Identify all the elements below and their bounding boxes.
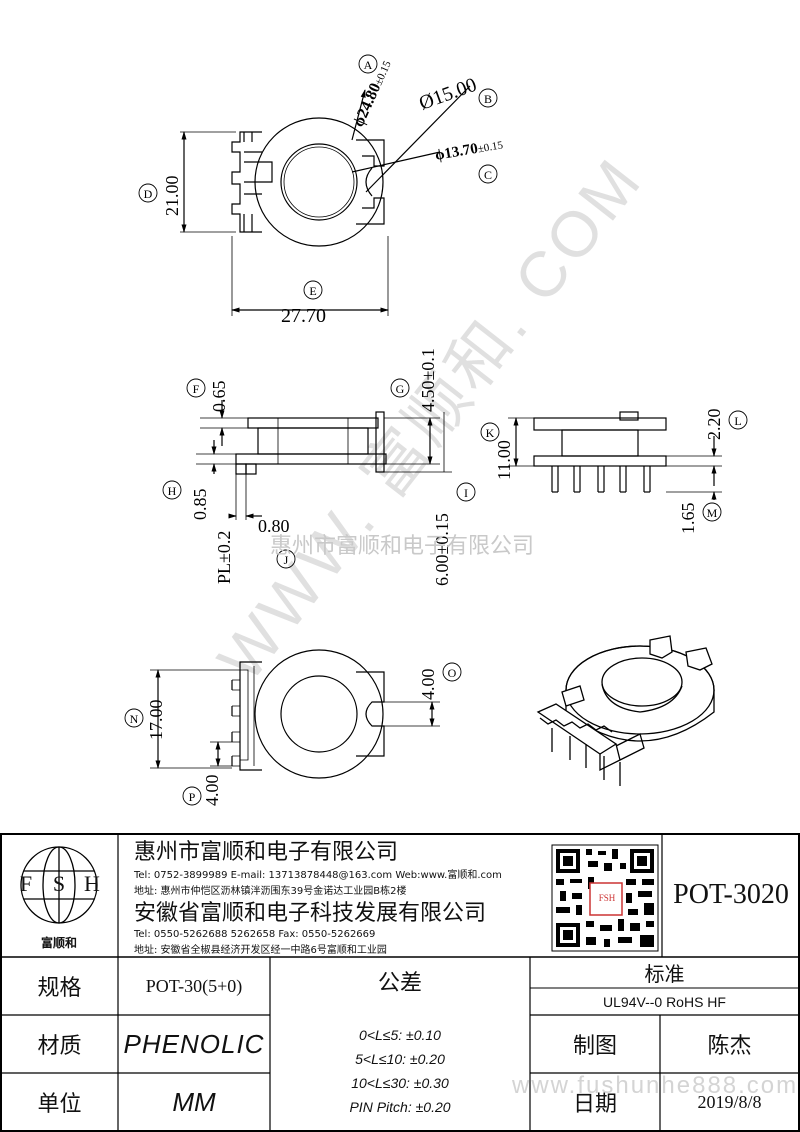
unit-value: MM: [172, 1086, 216, 1117]
logo-letter-h: H: [84, 871, 100, 896]
label-b: B: [484, 92, 492, 106]
front-view: [508, 411, 722, 500]
tolerance-line-1: 0<L≤5: ±0.10: [359, 1027, 441, 1043]
globe-logo-icon: [20, 846, 98, 924]
front-view-pins: [551, 466, 651, 493]
label-o: O: [448, 666, 457, 680]
dim-n: 17.00: [146, 700, 166, 741]
label-j: J: [284, 553, 289, 567]
company1-contact: Tel: 0752-3899989 E-mail: 13713878448@16…: [134, 869, 502, 881]
side-view: [196, 400, 452, 520]
dim-g: 4.50±0.1: [418, 348, 438, 412]
model-number: POT-3020: [673, 879, 789, 910]
date-label: 日期: [572, 1092, 617, 1117]
label-h: H: [168, 484, 177, 498]
callout-circles: [124, 54, 748, 806]
date-value: 2019/8/8: [697, 1091, 762, 1112]
logo-caption: 富顺和: [40, 935, 77, 950]
standard-value: UL94V--0 RoHS HF: [603, 993, 726, 1010]
logo-letter-s: S: [52, 871, 66, 896]
tolerance-label: 公差: [377, 971, 422, 996]
dim-l: 2.20: [704, 409, 724, 441]
dim-p: 4.00: [202, 775, 222, 807]
dim-o: 4.00: [418, 669, 438, 701]
drawn-value: 陈杰: [707, 1034, 752, 1059]
dim-e: 27.70: [281, 305, 326, 327]
dim-a: ϕ24.80±0.15: [350, 57, 395, 129]
qr-code-icon: [551, 844, 659, 952]
label-e: E: [309, 284, 316, 298]
company2-name: 安徽省富顺和电子科技发展有限公司: [134, 901, 487, 926]
company1-name: 惠州市富顺和电子有限公司: [134, 840, 399, 865]
label-k: K: [486, 426, 495, 440]
dim-k: 11.00: [494, 440, 514, 480]
label-l: L: [734, 414, 741, 428]
dim-h: 0.85: [190, 489, 210, 521]
spec-value: POT-30(5+0): [145, 975, 243, 996]
drawn-label: 制图: [572, 1034, 617, 1059]
tolerance-line-4: PIN Pitch: ±0.20: [349, 1099, 451, 1115]
company1-address: 地址: 惠州市仲恺区沥林镇泮沥围东39号金诺达工业园B栋2楼: [134, 885, 407, 897]
label-a: A: [364, 58, 373, 72]
top-view-terminal-block: [231, 131, 262, 233]
label-m: M: [707, 506, 718, 520]
label-n: N: [130, 712, 139, 726]
technical-drawing: [124, 54, 748, 806]
company2-contact: Tel: 0550-5262688 5262658 Fax: 0550-5262…: [134, 928, 376, 940]
dimension-labels: A ϕ24.80±0.15 Ø15.00 B ϕ13.70±0.15 C 21.…: [130, 57, 742, 807]
dim-c: ϕ13.70±0.15: [434, 136, 505, 164]
side-view-flange-bottom: [235, 453, 387, 465]
bottom-inner-hole: [280, 675, 358, 753]
bottom-outer-ring: [254, 649, 384, 779]
label-g: G: [396, 382, 405, 396]
dim-i: 6.00±0.15: [432, 513, 452, 586]
bottom-watermark: www.fushunhe888.com: [512, 1072, 799, 1099]
dim-pl: PL±0.2: [214, 531, 234, 584]
right-tab-bottom: [356, 197, 385, 225]
title-block: F S H 富顺和 惠州市富顺和电子有限公司 Tel: 0752-3899989…: [0, 833, 800, 1132]
logo-letter-f: F: [19, 871, 33, 896]
standard-label: 标准: [644, 962, 685, 986]
unit-label: 单位: [37, 1092, 82, 1117]
label-d: D: [144, 187, 153, 201]
company2-address: 地址: 安徽省全椒县经济开发区经一中路6号富顺和工业园: [134, 944, 387, 956]
dim-b: Ø15.00: [416, 74, 479, 115]
label-c: C: [484, 168, 492, 182]
tolerance-line-2: 5<L≤10: ±0.20: [355, 1051, 445, 1067]
dim-f: 0.65: [209, 381, 229, 413]
center-watermark: 惠州市富顺和电子有限公司: [270, 534, 535, 559]
label-i: I: [464, 486, 468, 500]
material-label: 材质: [37, 1034, 82, 1059]
spec-label: 规格: [37, 976, 82, 1001]
material-value: PHENOLIC: [123, 1028, 265, 1059]
bottom-view: [150, 649, 440, 779]
outer-ring: [254, 117, 384, 247]
dim-d: 21.00: [162, 176, 182, 217]
label-p: P: [189, 790, 196, 804]
top-view: [180, 85, 471, 316]
center-slot: [365, 167, 373, 197]
label-f: F: [193, 382, 200, 396]
inner-hole: [280, 143, 358, 221]
dim-m: 1.65: [678, 503, 698, 535]
qr-caption: FSH: [598, 893, 616, 903]
isometric-view: [536, 635, 715, 786]
dim-j: 0.80: [258, 516, 290, 536]
tolerance-line-3: 10<L≤30: ±0.30: [351, 1075, 449, 1091]
